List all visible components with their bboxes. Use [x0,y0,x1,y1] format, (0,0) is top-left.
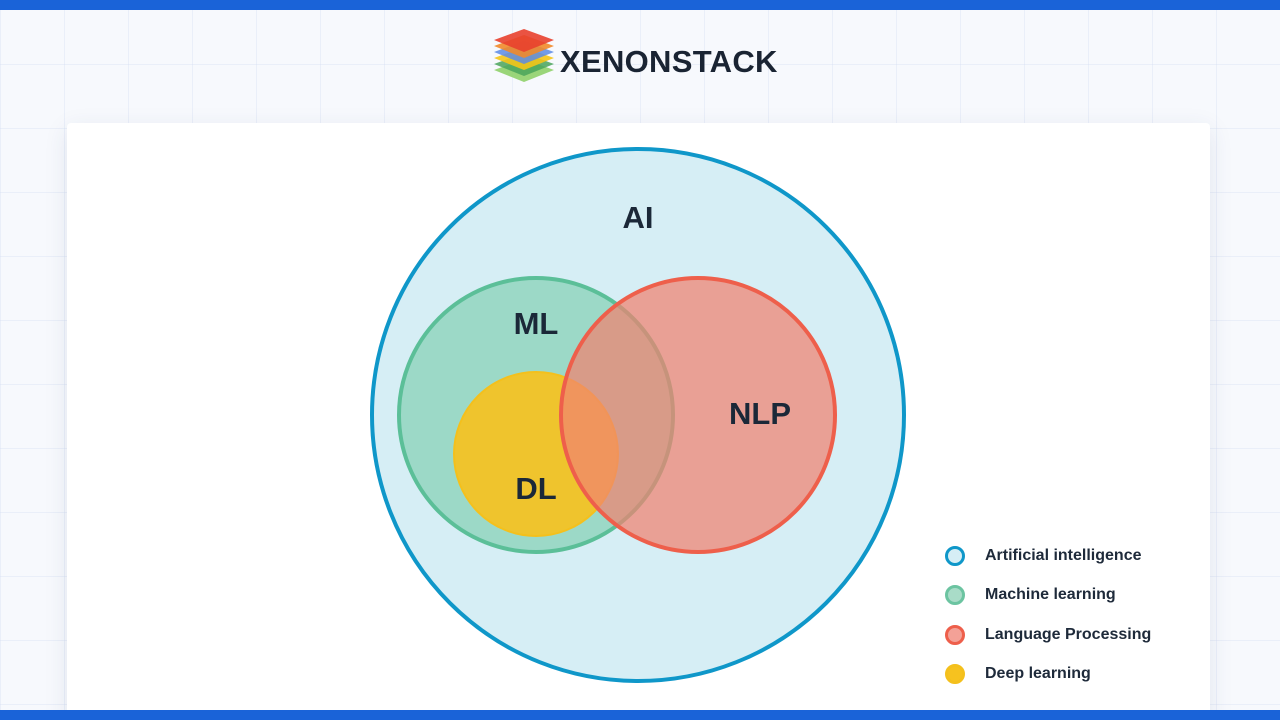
dl-label: DL [515,471,556,506]
legend-label: Language Processing [985,625,1152,643]
brand-header: XENONSTACK [492,28,778,96]
ml-label: ML [514,306,559,341]
nlp-circle [559,276,837,554]
legend-swatch-icon [945,624,965,645]
top-accent-bar [0,0,1280,10]
legend: Artificial intelligence Machine learning… [945,536,1151,694]
layered-stack-logo-icon [494,29,554,82]
legend-label: Machine learning [985,586,1116,604]
diagram-card: AI ML NLP DL Artificial intelligence Mac… [67,123,1210,720]
legend-item: Language Processing [945,615,1151,655]
ai-label: AI [623,200,654,235]
legend-label: Artificial intelligence [985,546,1142,564]
bottom-accent-bar [0,710,1280,720]
legend-swatch-icon [945,664,965,685]
legend-swatch-icon [945,585,965,606]
legend-item: Artificial intelligence [945,536,1151,576]
legend-item: Deep learning [945,655,1151,695]
nlp-label: NLP [729,396,791,431]
legend-label: Deep learning [985,665,1091,683]
venn-diagram: AI ML NLP DL [370,147,906,683]
legend-item: Machine learning [945,576,1151,616]
brand-name: XENONSTACK [560,44,778,79]
legend-swatch-icon [945,545,965,566]
